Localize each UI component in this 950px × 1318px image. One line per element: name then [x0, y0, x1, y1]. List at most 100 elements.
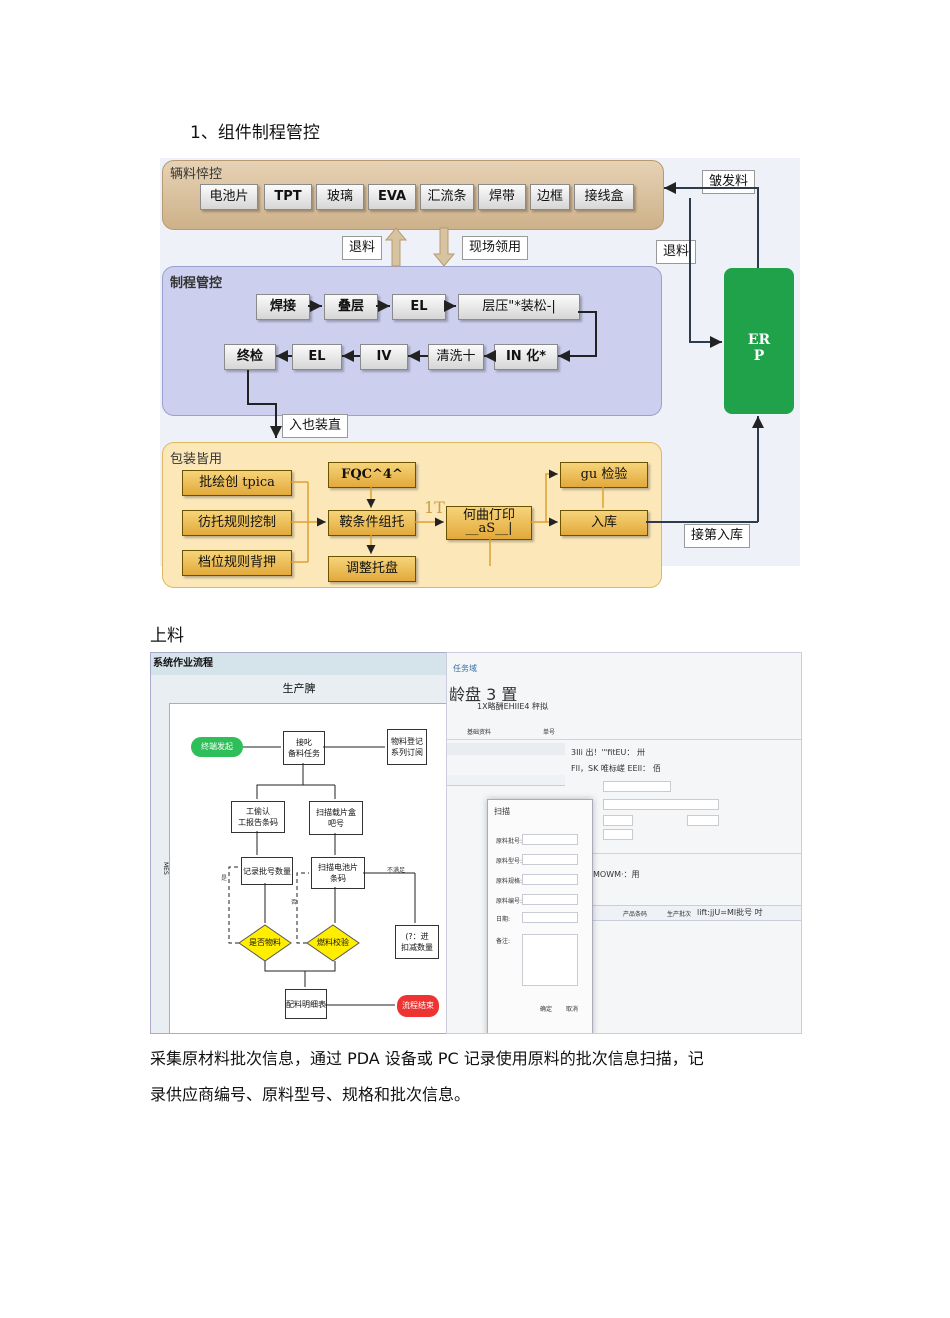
- dialog-title: 扫描: [494, 807, 510, 816]
- process-step: 清洗十: [428, 344, 484, 370]
- dialog-cancel-button[interactable]: 取消: [566, 1006, 579, 1013]
- material-box: EVA: [368, 184, 416, 210]
- section-heading: 1、组件制程管控: [190, 123, 320, 143]
- flow-side-label: 是: [221, 875, 228, 882]
- print-line1: 何曲仃印: [462, 508, 515, 523]
- dialog-field-label: 备注:: [496, 938, 511, 945]
- toolbar-divider: [447, 739, 801, 740]
- erp-label-line1: ER: [747, 332, 771, 348]
- process-step: 层压"*装松-|: [458, 294, 580, 320]
- materials-panel-title: 辆料悴控: [170, 167, 223, 182]
- info-line1: 3Ili 出！'"fitEU： 卅: [571, 748, 645, 757]
- flow-check1: 是否物料: [249, 938, 281, 947]
- flow-scan1: 扫描载片盒 吧号: [309, 801, 363, 835]
- adjust-tray-box: 调整托盘: [328, 556, 416, 582]
- process-step: 终检: [224, 344, 276, 370]
- material-box: 接线盒: [574, 184, 634, 210]
- packing-rule-box: 档位规则背押: [182, 550, 292, 576]
- dispatch-label: 皱发料: [702, 170, 756, 194]
- packing-rule-box: 彷托规则挖制: [182, 510, 292, 536]
- flow-side-label: 否: [291, 899, 298, 906]
- assemble-box: 鞍条件组托: [328, 510, 416, 536]
- material-box: 焊带: [478, 184, 526, 210]
- column-basic: 基础资料: [467, 729, 492, 736]
- info-line2: Fll，SK 唯标嵯 EEIl： 佰: [571, 764, 661, 773]
- quality-check-box: gu 检验: [560, 462, 648, 488]
- flowchart-lane-title: 生产脾: [151, 675, 447, 704]
- flowchart-header: 系统作业流程: [151, 653, 447, 675]
- feeding-flowchart: 系统作业流程 生产脾 MES 终端发起 接叱 备料任务 物料登记 系列订阅 工偷…: [150, 652, 448, 1034]
- dialog-input[interactable]: [522, 854, 578, 865]
- result-table-header: [591, 905, 801, 921]
- column-header: 产品条码: [623, 911, 648, 918]
- divider: [591, 853, 801, 854]
- packing-rule-box: 批绘创 tpica: [182, 470, 292, 496]
- field[interactable]: [603, 799, 719, 810]
- flow-record: 记录批号数量: [241, 857, 293, 885]
- storage-box: 入库: [560, 510, 648, 536]
- material-box: 玻璃: [316, 184, 364, 210]
- process-panel-title: 制程管控: [170, 276, 223, 291]
- dialog-input[interactable]: [522, 834, 578, 845]
- flow-start: 终端发起: [191, 737, 243, 757]
- column-header: 生产批次: [667, 911, 692, 918]
- toolbar-title: 龄盘 3 置: [449, 685, 518, 704]
- mes-software-screenshot: 任务域 龄盘 3 置 1X略酬EHIIE4 秤拟 基础资料 单号 3Ili 出！…: [446, 652, 802, 1034]
- scan-dialog: 扫描 原料批号: 原料型号: 原料规格: 原料编号: 日期: 备注: 确定 取消: [487, 799, 593, 1033]
- print-box: 何曲仃印 __aS__|: [446, 506, 532, 540]
- body-paragraph-line: 录供应商编号、原料型号、规格和批次信息。: [150, 1085, 471, 1104]
- process-step: IN 化*: [494, 344, 558, 370]
- erp-block: ER P: [724, 268, 794, 414]
- receive-storage-label: 接第入库: [684, 524, 751, 548]
- material-box: 汇流条: [420, 184, 474, 210]
- process-panel: [162, 266, 662, 416]
- left-toolbar: [447, 743, 565, 755]
- dialog-field-label: 原料批号:: [496, 838, 523, 845]
- flowchart-shapes: [228, 746, 416, 1006]
- process-step: 叠层: [324, 294, 378, 320]
- process-control-diagram: 辆料悴控 电池片 TPT 玻璃 EVA 汇流条 焊带 边框 接线盒 退料 现场领…: [160, 158, 800, 588]
- packing-panel-title: 包装皆用: [170, 452, 223, 467]
- tab-task[interactable]: 任务域: [453, 664, 477, 673]
- process-step: IV: [360, 344, 408, 370]
- section-heading: 上料: [150, 626, 184, 646]
- left-list-header: [447, 775, 565, 786]
- dialog-remark-textarea[interactable]: [522, 934, 578, 986]
- process-step: EL: [292, 344, 342, 370]
- dialog-input[interactable]: [522, 874, 578, 885]
- dialog-ok-button[interactable]: 确定: [540, 1006, 553, 1013]
- field[interactable]: [603, 781, 671, 792]
- flow-note: (?：迸 扣减数量: [395, 925, 439, 959]
- to-packing-label: 入也装直: [282, 414, 349, 438]
- fqc-box: FQC^4^: [328, 462, 416, 488]
- flow-confirm: 工偷认 工报告条码: [231, 801, 285, 833]
- flow-task: 接叱 备料任务: [283, 731, 325, 765]
- material-box: 边框: [530, 184, 570, 210]
- material-box: 电池片: [200, 184, 258, 210]
- print-line2: __aS__|: [465, 521, 513, 536]
- diagram-connectors: [247, 182, 764, 566]
- print-prefix: 1T: [424, 498, 445, 517]
- process-step: 焊接: [256, 294, 310, 320]
- body-paragraph-line: 采集原材料批次信息，通过 PDA 设备或 PC 记录使用原料的批次信息扫描，记: [150, 1049, 704, 1068]
- flow-end-doc: 配料明细表: [285, 989, 327, 1019]
- flow-end: 流程结束: [397, 995, 439, 1017]
- field[interactable]: [603, 815, 633, 826]
- dialog-field-label: 日期:: [496, 916, 511, 923]
- material-box: TPT: [264, 184, 312, 210]
- flow-edge-note: 不满足: [387, 867, 406, 874]
- flow-check2: 燃料校验: [317, 938, 349, 947]
- dialog-field-label: 原料型号:: [496, 858, 523, 865]
- side-label: MOWM·：用: [593, 870, 640, 879]
- flowchart-lane-side: MES: [151, 703, 170, 1033]
- flow-doc: 物料登记 系列订阅: [387, 729, 427, 765]
- field[interactable]: [687, 815, 719, 826]
- erp-label-line2: P: [753, 348, 765, 364]
- field[interactable]: [603, 829, 633, 840]
- onsite-pickup-label: 现场领用: [462, 236, 529, 260]
- dialog-input[interactable]: [522, 912, 578, 923]
- dialog-field-label: 原料编号:: [496, 898, 523, 905]
- return-material-label: 退料: [342, 236, 383, 260]
- column-number: 单号: [543, 729, 556, 736]
- dialog-input[interactable]: [522, 894, 578, 905]
